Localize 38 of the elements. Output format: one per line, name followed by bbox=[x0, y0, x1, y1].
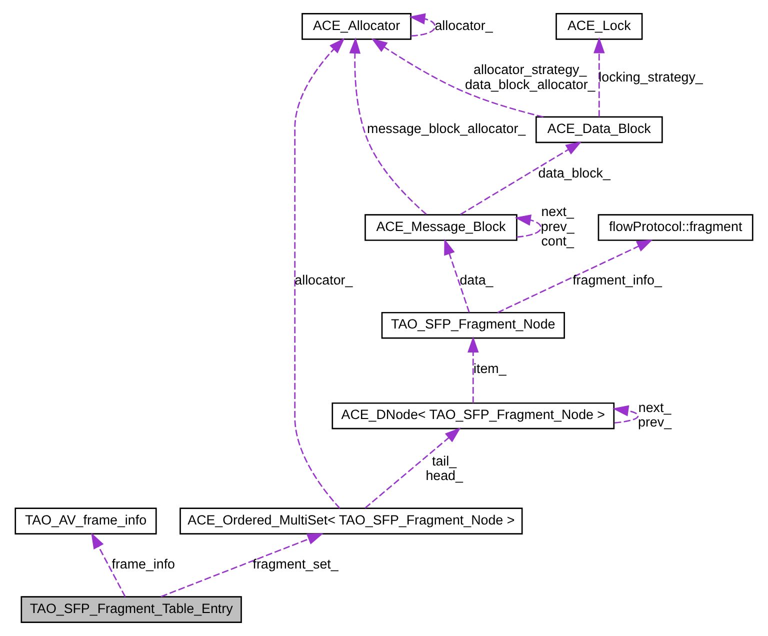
arrow bbox=[91, 532, 126, 597]
edge-label: message_block_allocator_ bbox=[367, 121, 526, 136]
arrow bbox=[444, 238, 470, 313]
arrow bbox=[594, 37, 605, 117]
edge-label: frame_info bbox=[112, 556, 176, 572]
arrow bbox=[514, 214, 542, 238]
edge-label: data_ bbox=[460, 272, 494, 288]
arrow bbox=[497, 240, 653, 314]
node-box: ACE_DNode< TAO_SFP_Fragment_Node > bbox=[332, 402, 615, 430]
arrow bbox=[160, 533, 324, 598]
edge-label: item_ bbox=[474, 360, 506, 376]
edge-label: tail_ head_ bbox=[426, 453, 463, 484]
node-box: ACE_Data_Block bbox=[535, 116, 663, 144]
arrow bbox=[371, 38, 544, 118]
edge-label: next_ prev_ bbox=[638, 400, 672, 430]
node-box: TAO_SFP_Fragment_Table_Entry bbox=[20, 596, 242, 623]
node-box: ACE_Lock bbox=[556, 13, 643, 40]
edge-label: locking_strategy_ bbox=[598, 69, 703, 84]
arrow bbox=[409, 13, 436, 37]
arrow bbox=[364, 428, 461, 508]
node-box: TAO_SFP_Fragment_Node bbox=[381, 312, 565, 339]
node-box: ACE_Ordered_MultiSet< TAO_SFP_Fragment_Node > bbox=[180, 508, 523, 534]
arrow bbox=[468, 336, 479, 404]
edge-label: fragment_info_ bbox=[572, 272, 662, 288]
edge-label: allocator_ bbox=[294, 272, 353, 288]
node-box: ACE_Allocator bbox=[302, 13, 412, 40]
arrow bbox=[294, 38, 345, 509]
node-box: TAO_AV_frame_info bbox=[14, 508, 157, 534]
node-box: flowProtocol::fragment bbox=[598, 214, 754, 241]
edge-label: fragment_set_ bbox=[252, 556, 338, 572]
edge-label: data_block_ bbox=[538, 165, 610, 180]
arrow bbox=[460, 141, 582, 216]
arrow bbox=[612, 405, 639, 424]
arrow bbox=[349, 37, 427, 215]
edge-label: allocator_strategy_ data_block_allocator_ bbox=[464, 62, 596, 92]
edge-label: allocator_ bbox=[434, 18, 493, 33]
node-box: ACE_Message_Block bbox=[364, 214, 518, 241]
edge-label: next_ prev_ cont_ bbox=[540, 204, 574, 249]
